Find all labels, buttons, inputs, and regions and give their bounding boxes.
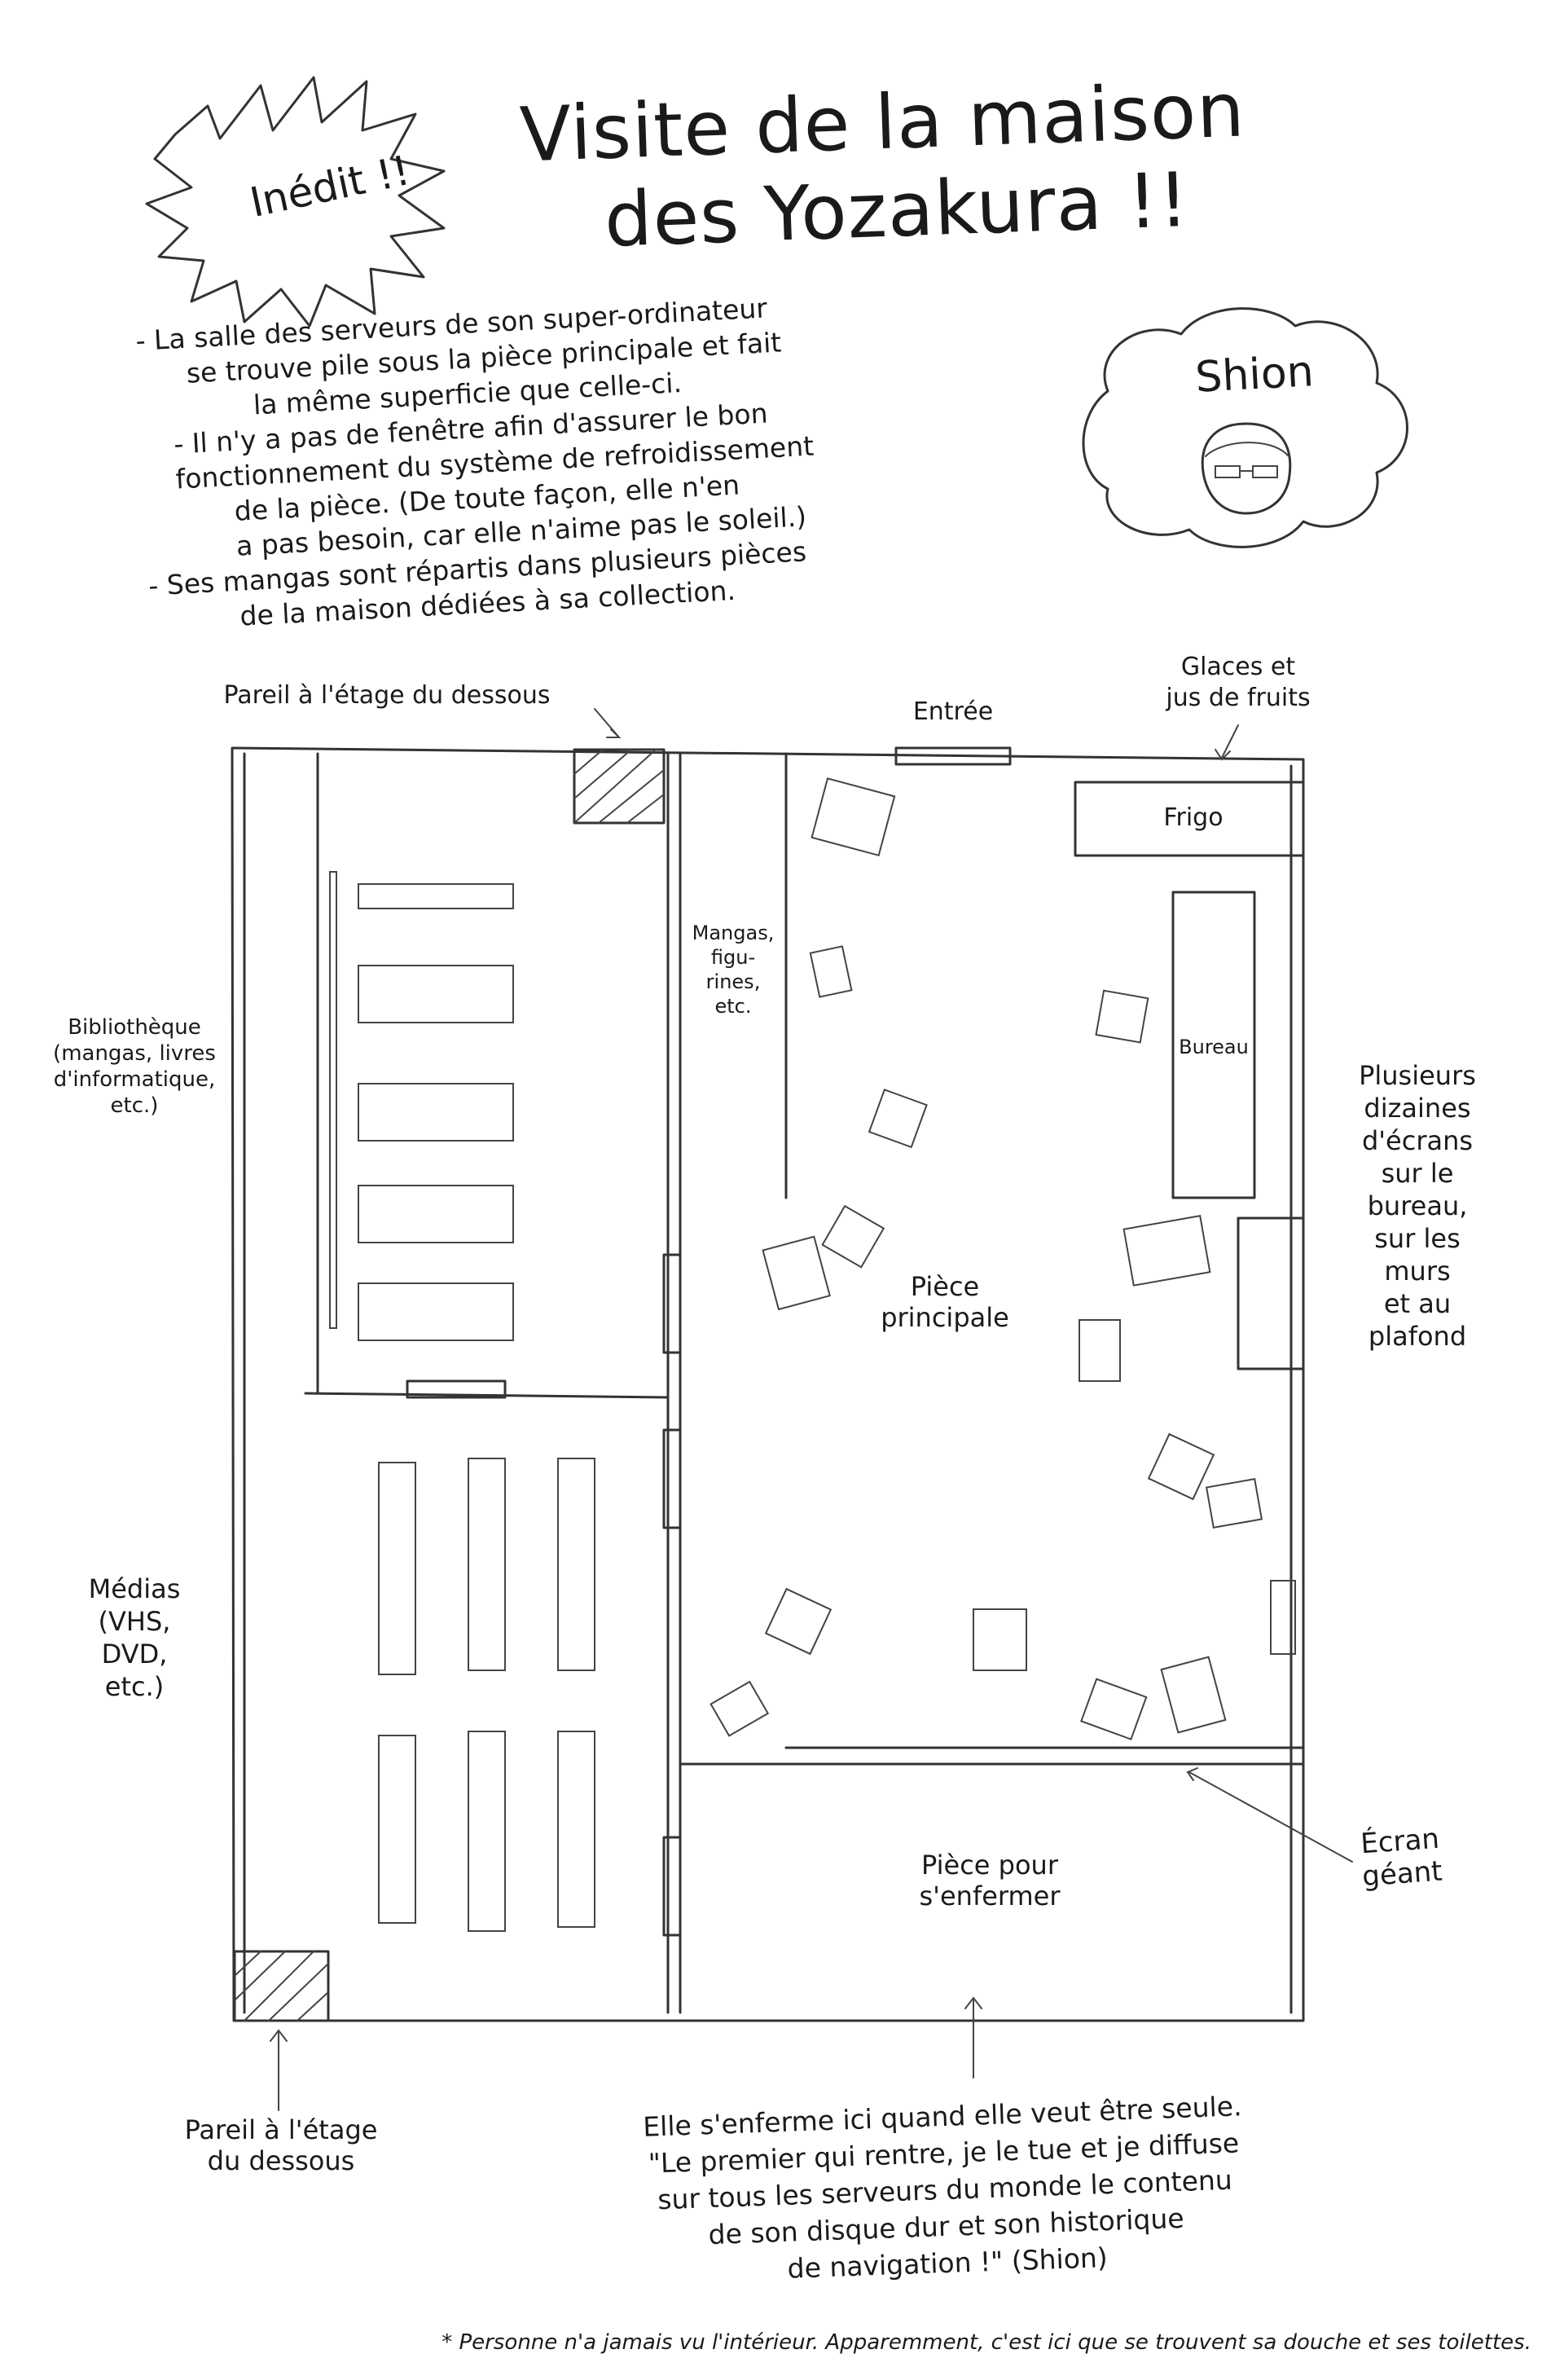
label-bureau: Bureau bbox=[1179, 1036, 1249, 1058]
label-frigo: Frigo bbox=[1163, 803, 1224, 832]
quote-block: Elle s'enferme ici quand elle veut être … bbox=[616, 2087, 1273, 2293]
thought-cloud-shape bbox=[1082, 307, 1408, 548]
stairs-hatch-top bbox=[573, 748, 666, 825]
footnote: * Personne n'a jamais vu l'intérieur. Ap… bbox=[442, 2330, 1531, 2355]
annotation-arrows bbox=[270, 708, 1353, 2111]
label-piece-principale-line: Pièce bbox=[910, 1271, 980, 1302]
label-piece-enfermer-line: Pièce pour bbox=[921, 1850, 1058, 1881]
label-ecrans-line: sur le bbox=[1381, 1158, 1454, 1189]
character-face-icon bbox=[1201, 422, 1292, 515]
label-mangas: Mangas, figu- rines, etc. bbox=[684, 921, 782, 1018]
label-glaces: Glaces et jus de fruits bbox=[1132, 652, 1344, 714]
label-mangas-line: etc. bbox=[714, 995, 752, 1018]
stairs-hatch-bottom bbox=[233, 1950, 330, 2022]
label-medias-line: Médias bbox=[88, 1573, 181, 1604]
label-ecrans-line: et au bbox=[1383, 1288, 1452, 1319]
label-medias-line: etc.) bbox=[104, 1671, 165, 1702]
label-piece-enfermer: Pièce pour s'enfermer bbox=[888, 1850, 1092, 1911]
label-ecrans-line: sur les bbox=[1374, 1223, 1461, 1254]
label-pareil-bottom-line: du dessous bbox=[207, 2145, 355, 2176]
character-name: Shion bbox=[1193, 347, 1316, 403]
label-bibliotheque: Bibliothèque (mangas, livres d'informati… bbox=[37, 1014, 232, 1119]
label-bibliotheque-line: d'informatique, bbox=[53, 1067, 216, 1092]
label-bibliotheque-line: (mangas, livres bbox=[53, 1041, 216, 1066]
notes-block: - La salle des serveurs de son super-ord… bbox=[135, 280, 982, 639]
label-ecrans-line: plafond bbox=[1368, 1321, 1467, 1352]
label-medias-line: (VHS, bbox=[98, 1606, 171, 1637]
label-ecrans-line: bureau, bbox=[1367, 1190, 1468, 1221]
house-outline bbox=[231, 746, 1305, 2022]
label-medias: Médias (VHS, DVD, etc.) bbox=[65, 1573, 204, 1703]
label-ecrans: Plusieurs dizaines d'écrans sur le burea… bbox=[1336, 1059, 1499, 1353]
label-medias-line: DVD, bbox=[101, 1639, 168, 1670]
label-pareil-bottom-line: Pareil à l'étage bbox=[184, 2114, 378, 2145]
label-ecrans-line: murs bbox=[1384, 1256, 1451, 1287]
label-glaces-line: jus de fruits bbox=[1166, 684, 1311, 712]
library-shelves bbox=[329, 871, 514, 1341]
label-bibliotheque-line: Bibliothèque bbox=[68, 1015, 201, 1040]
label-ecrans-line: d'écrans bbox=[1361, 1125, 1474, 1156]
scattered-objects bbox=[710, 777, 1296, 1740]
page-title: Visite de la maison des Yozakura !! bbox=[519, 64, 1339, 268]
label-piece-principale: Pièce principale bbox=[855, 1271, 1035, 1333]
label-pareil-bottom: Pareil à l'étage du dessous bbox=[159, 2114, 403, 2176]
label-pareil-top: Pareil à l'étage du dessous bbox=[223, 681, 551, 710]
label-glaces-line: Glaces et bbox=[1180, 653, 1296, 681]
label-ecrans-line: dizaines bbox=[1364, 1093, 1471, 1124]
label-piece-enfermer-line: s'enfermer bbox=[919, 1881, 1061, 1911]
label-mangas-line: figu- bbox=[710, 946, 756, 969]
label-entree: Entrée bbox=[912, 697, 994, 726]
label-piece-principale-line: principale bbox=[881, 1302, 1009, 1333]
label-ecrans-line: Plusieurs bbox=[1359, 1060, 1476, 1091]
label-mangas-line: rines, bbox=[705, 970, 761, 993]
label-ecran-geant: Écran géant bbox=[1333, 1821, 1468, 1895]
label-mangas-line: Mangas, bbox=[692, 922, 775, 944]
media-shelves bbox=[378, 1458, 595, 1932]
badge-burst-shape bbox=[145, 76, 446, 328]
interior-walls bbox=[304, 752, 1305, 2014]
doors bbox=[406, 746, 1012, 1937]
label-bibliotheque-line: etc.) bbox=[110, 1093, 159, 1118]
